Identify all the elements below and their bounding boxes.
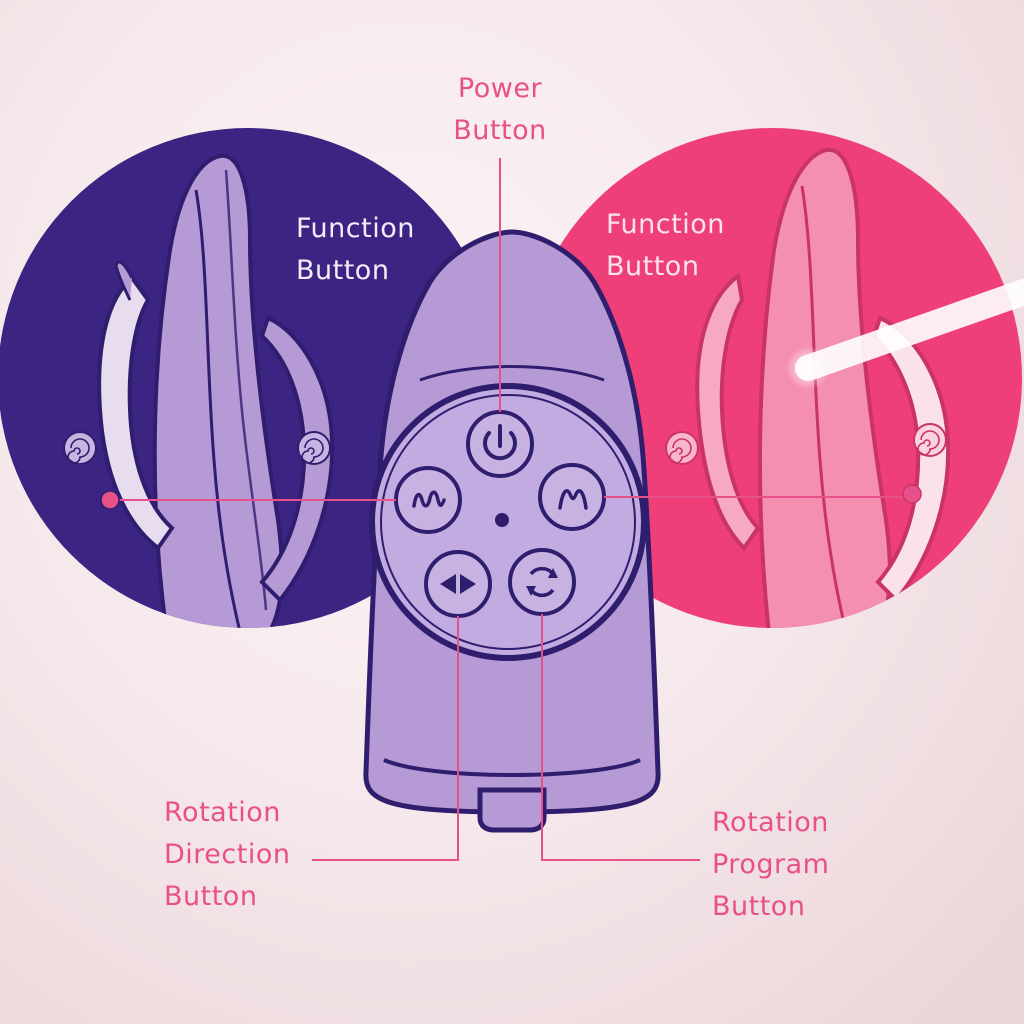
- indicator-dot: [495, 513, 509, 527]
- rotation-program-callout-line: [541, 614, 700, 861]
- left-clit-arm: [259, 315, 335, 603]
- right-main-shaft: [757, 147, 892, 628]
- rotation-direction-button-label: Rotation Direction Button: [164, 797, 291, 912]
- rotation-direction-button[interactable]: [424, 550, 492, 618]
- function-button-left[interactable]: [394, 466, 462, 534]
- rotate-arrows-icon: [526, 566, 558, 598]
- power-icon: [483, 424, 517, 461]
- power-button-label: Power Button: [453, 73, 547, 146]
- left-right-arrows-icon: [440, 574, 476, 594]
- power-button[interactable]: [466, 410, 534, 478]
- function-left-callout-dot: [100, 490, 120, 510]
- m-wave-icon: [558, 489, 588, 510]
- spiral-icon: [913, 423, 947, 457]
- spiral-icon: [665, 431, 699, 465]
- callout-lines: [110, 158, 912, 861]
- rotation-program-button-label: Rotation Program Button: [712, 807, 830, 922]
- left-main-shaft: [152, 153, 284, 628]
- wave-icon: [412, 490, 446, 508]
- rotation-direction-callout-line: [312, 616, 459, 861]
- spiral-icon: [297, 431, 331, 465]
- charging-plug: [477, 787, 547, 833]
- left-curved-arm: [97, 275, 175, 551]
- light-glare: [786, 279, 1024, 390]
- spiral-icon: [63, 431, 97, 465]
- control-unit: [363, 229, 661, 833]
- function-button-left-label: Function Button: [296, 213, 415, 286]
- function-button-right[interactable]: [538, 463, 606, 531]
- function-button-right-label: Function Button: [606, 209, 725, 282]
- function-right-callout-dot: [902, 484, 922, 504]
- rotation-program-button[interactable]: [508, 548, 576, 616]
- left-product-illustration: [0, 128, 498, 628]
